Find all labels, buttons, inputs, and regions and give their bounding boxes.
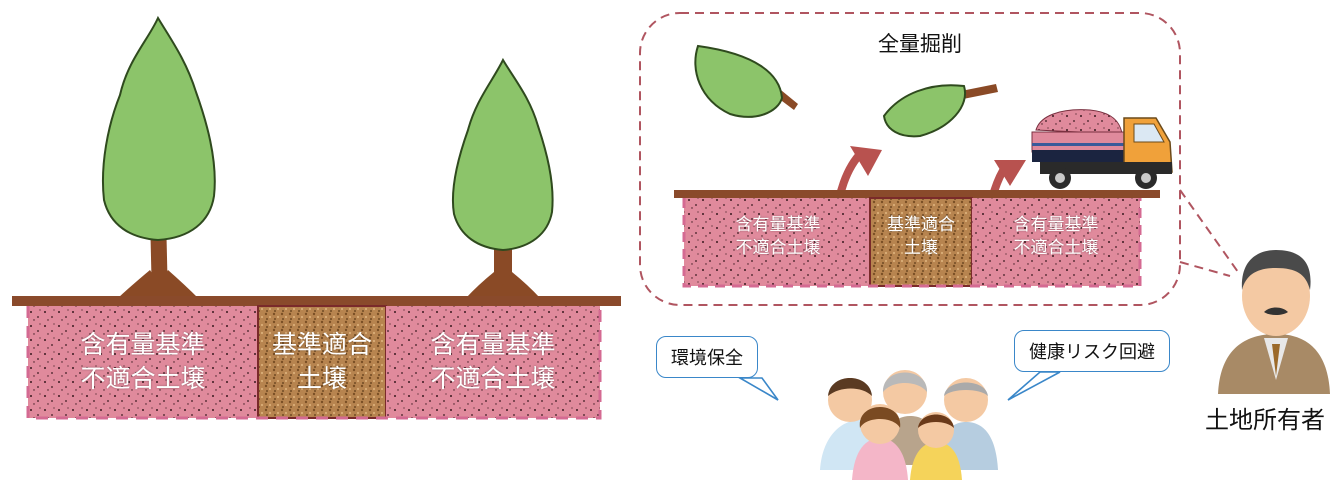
callout-line: [1179, 189, 1239, 277]
tree-left: [101, 15, 216, 300]
left-soil-left-line1: 含有量基準: [80, 330, 206, 359]
excavation-title: 全量掘削: [878, 32, 962, 56]
soil-block-left: [28, 306, 258, 418]
landowner-figure: [1218, 250, 1330, 394]
bubble-tail-environment: [737, 377, 779, 401]
left-soil-center-line2: 土壌: [296, 363, 347, 393]
flying-tree-1: [694, 44, 798, 118]
panel-soil-left-line2: 不適合土壌: [735, 237, 821, 258]
left-soil-right-line1: 含有量基準: [430, 330, 556, 359]
left-soil-center-line1: 基準適合: [271, 330, 372, 359]
panel-soil-right-line2: 不適合土壌: [1013, 237, 1099, 258]
panel-soil-center-line2: 土壌: [904, 237, 938, 258]
bubble-environment: 環境保全: [656, 336, 758, 378]
panel-soil-left-line1: 含有量基準: [735, 215, 821, 235]
soil-block-center: [257, 305, 387, 419]
residents-group: [820, 370, 998, 480]
panel-soil-left: [684, 198, 870, 286]
bubble-health: 健康リスク回避: [1014, 330, 1170, 372]
dump-truck: [1031, 109, 1173, 189]
ground-line: [12, 296, 621, 306]
panel-soil-center-line1: 基準適合: [887, 215, 955, 235]
bubble-tail-health: [1007, 371, 1061, 401]
left-soil-right-line2: 不適合土壌: [430, 363, 556, 393]
flying-tree-2: [882, 84, 998, 138]
soil-block-right: [386, 306, 600, 418]
arrow-left-head: [850, 146, 882, 176]
left-soil-left-line2: 不適合土壌: [80, 363, 206, 393]
tree-right: [451, 57, 554, 300]
arrow-right-head: [994, 160, 1026, 186]
landowner-label: 土地所有者: [1205, 406, 1325, 434]
excavation-panel-border: [639, 12, 1181, 306]
panel-soil-right: [972, 198, 1140, 286]
panel-soil-right-line1: 含有量基準: [1013, 215, 1099, 235]
panel-soil-center: [869, 197, 973, 287]
soil-dashed-outline: [26, 306, 602, 420]
panel-ground-line: [674, 190, 1160, 198]
panel-soil-dashed-outline: [682, 198, 1142, 288]
